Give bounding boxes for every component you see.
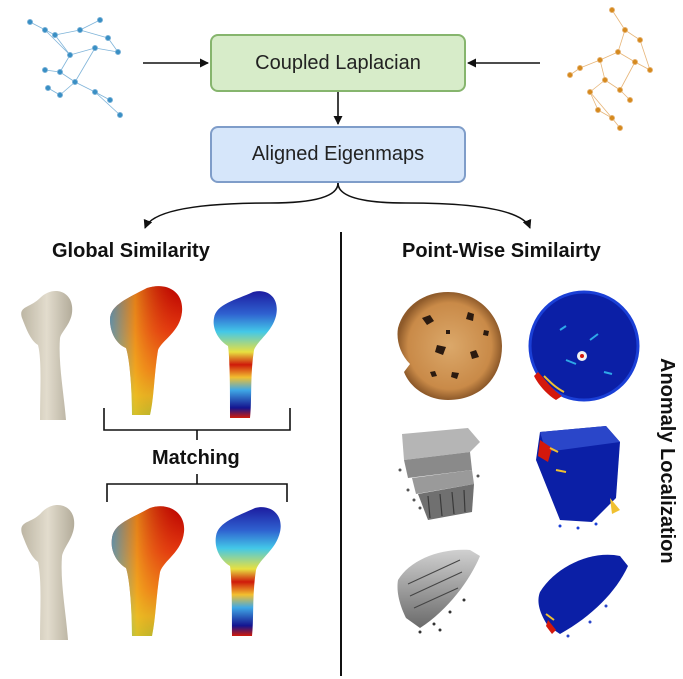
arrow-to-pointwise	[337, 182, 532, 229]
femur-heatmap-red-icon	[110, 286, 183, 415]
graph-right-icon	[567, 7, 654, 132]
screw-heatmap-icon	[536, 426, 620, 530]
cookie-heatmap-icon	[528, 290, 640, 402]
cookie-image-icon	[397, 292, 502, 400]
aligned-eigenmaps-box: Aligned Eigenmaps	[210, 126, 466, 183]
femur-heatmap-red-icon	[111, 506, 185, 636]
graph-left-icon	[26, 16, 124, 119]
screw-pointcloud-icon	[398, 428, 480, 520]
coupled-laplacian-box: Coupled Laplacian	[210, 34, 466, 92]
arrow-to-global	[143, 182, 339, 229]
global-similarity-heading: Global Similarity	[52, 240, 210, 262]
tube-heatmap-icon	[538, 554, 628, 638]
anomaly-localization-label: Anomaly Localization	[656, 358, 678, 564]
femur-heatmap-blue-icon	[215, 507, 281, 636]
matching-label: Matching	[152, 447, 240, 469]
matching-bracket-top	[103, 408, 291, 440]
matching-bracket-bottom	[106, 474, 288, 502]
aligned-eigenmaps-label: Aligned Eigenmaps	[251, 143, 425, 165]
pointwise-similarity-heading: Point-Wise Similairty	[402, 240, 601, 262]
coupled-laplacian-label: Coupled Laplacian	[255, 51, 421, 74]
tube-pointcloud-icon	[397, 549, 480, 634]
femur-plain-icon	[21, 505, 75, 640]
femur-plain-icon	[21, 291, 73, 420]
femur-heatmap-blue-icon	[213, 291, 277, 418]
